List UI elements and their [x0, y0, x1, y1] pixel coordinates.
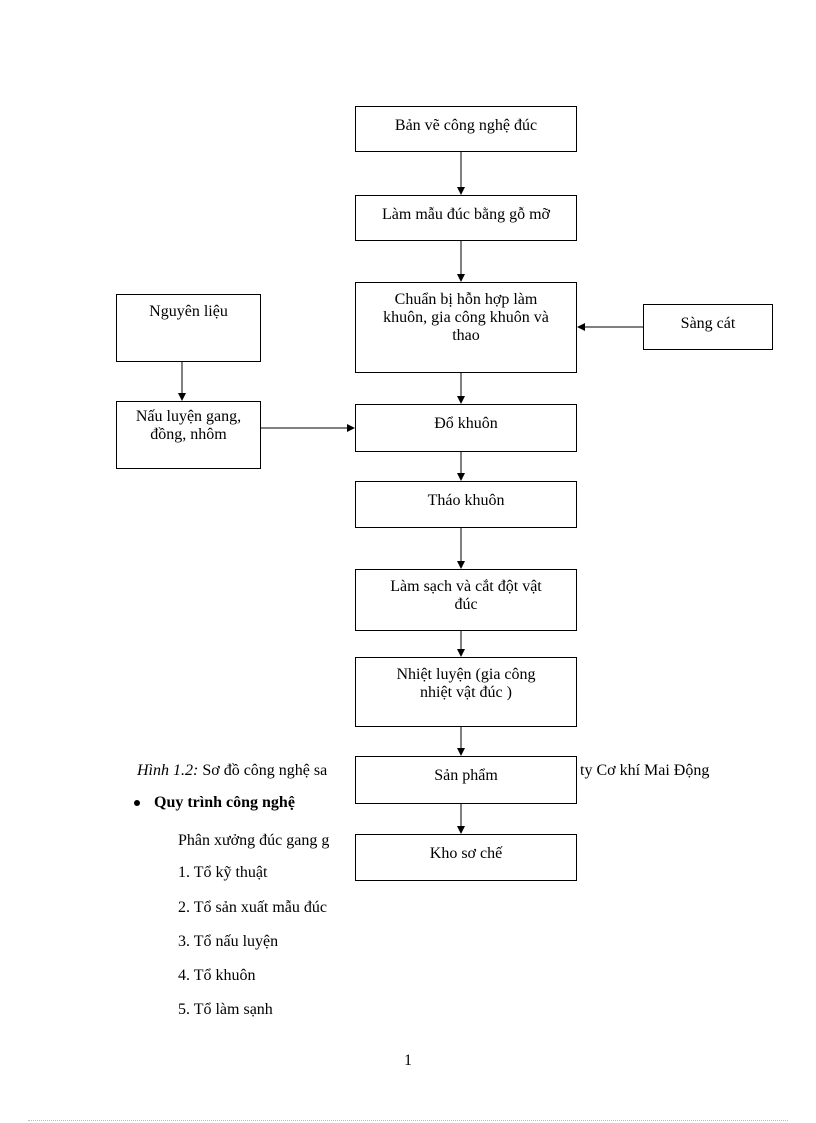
box-do-khuon: Đổ khuôn	[355, 404, 577, 452]
box-label: đúc	[454, 596, 478, 613]
box-nhiet-luyen: Nhiệt luyện (gia công nhiệt vật đúc )	[355, 657, 577, 727]
box-label: Đổ khuôn	[434, 415, 498, 432]
box-label: Làm sạch và cắt đột vật	[390, 578, 542, 595]
box-label: Làm mẫu đúc bằng gỗ mỡ	[382, 206, 550, 223]
box-label: Sàng cát	[680, 315, 736, 332]
box-label: nhiệt vật đúc )	[420, 684, 512, 701]
figure-caption: Hình 1.2: Sơ đồ công nghệ sa	[137, 762, 328, 779]
box-thao-khuon: Tháo khuôn	[355, 481, 577, 528]
page-edge-divider	[28, 1120, 788, 1121]
list-item: 3. Tổ nấu luyện	[178, 933, 279, 950]
box-label: đồng, nhôm	[150, 426, 227, 443]
section-intro: Phân xưởng đúc gang g	[178, 832, 330, 849]
box-label: thao	[452, 327, 480, 344]
figure-caption-tail: ty Cơ khí Mai Động	[580, 762, 710, 779]
list-item: 4. Tổ khuôn	[178, 967, 256, 984]
list-item: 5. Tổ làm sạnh	[178, 1001, 273, 1018]
box-label: Nguyên liệu	[149, 303, 228, 320]
list-item: 1. Tổ kỹ thuật	[178, 864, 268, 881]
box-lam-mau: Làm mẫu đúc bằng gỗ mỡ	[355, 195, 577, 241]
box-label: Nấu luyện gang,	[135, 408, 242, 425]
box-chuan-bi: Chuẩn bị hỗn hợp làm khuôn, gia công khu…	[355, 282, 577, 373]
bullet-icon	[134, 800, 140, 807]
box-label: khuôn, gia công khuôn và	[383, 309, 549, 326]
box-nau-luyen: Nấu luyện gang, đồng, nhôm	[116, 401, 261, 469]
box-kho-so-che: Kho sơ chế	[355, 834, 577, 881]
box-label: Kho sơ chế	[429, 845, 503, 862]
box-ban-ve: Bản vẽ công nghệ đúc	[355, 106, 577, 152]
box-san-pham: Sản phẩm	[355, 756, 577, 804]
section-heading: Quy trình công nghệ	[134, 794, 295, 812]
box-lam-sach: Làm sạch và cắt đột vật đúc	[355, 569, 577, 631]
box-label: Tháo khuôn	[427, 492, 505, 509]
box-sang-cat: Sàng cát	[643, 304, 773, 350]
box-label: Sản phẩm	[434, 767, 498, 784]
box-label: Nhiệt luyện (gia công	[396, 666, 536, 683]
list-item: 2. Tổ sản xuất mẫu đúc	[178, 899, 328, 916]
box-label: Bản vẽ công nghệ đúc	[394, 117, 538, 134]
box-label: Chuẩn bị hỗn hợp làm	[394, 291, 538, 308]
page-number: 1	[404, 1052, 412, 1069]
box-nguyen-lieu: Nguyên liệu	[116, 294, 261, 362]
